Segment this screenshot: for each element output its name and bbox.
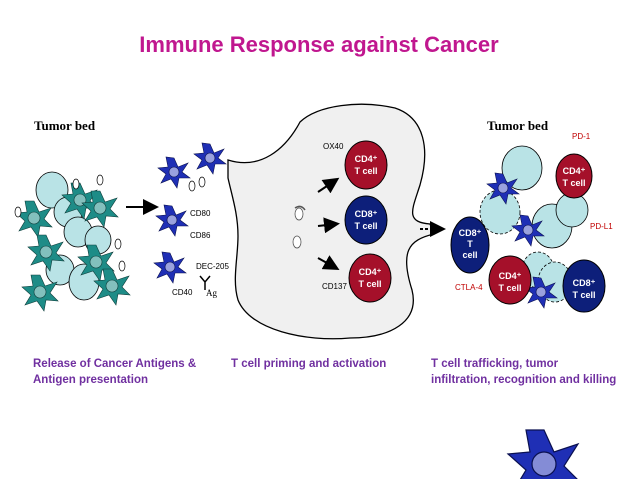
caption-left-line2: Antigen presentation xyxy=(33,374,149,386)
ctla-4-label: CTLA-4 xyxy=(455,283,483,292)
svg-text:CD8⁺: CD8⁺ xyxy=(459,228,482,238)
svg-text:T cell: T cell xyxy=(358,279,381,289)
cd80-label: CD80 xyxy=(190,209,211,218)
lymph-node-shape xyxy=(227,103,435,340)
diagram-title: Immune Response against Cancer xyxy=(139,32,499,57)
caption-right-line2: infiltration, recognition and killing xyxy=(431,374,617,386)
cd4-t-cell-tumor-bottom: CD4⁺ T cell xyxy=(488,255,532,305)
arrow-to-cd4-bottom xyxy=(317,255,340,270)
left-tumor-cluster xyxy=(14,171,131,312)
cd4-t-cell-tumor-top: CD4⁺ T cell xyxy=(555,153,593,199)
caption-right-line1: T cell trafficking, tumor xyxy=(431,358,559,370)
arrow-to-cd8-middle xyxy=(317,217,340,234)
caption-right: T cell trafficking, tumor infiltration, … xyxy=(431,356,616,388)
dec-205-label: DEC-205 xyxy=(196,262,229,271)
cd8-t-cell-ln-middle: CD8⁺ T cell xyxy=(344,195,388,245)
pd-l1-label: PD-L1 xyxy=(590,222,613,231)
cd40-label: CD40 xyxy=(172,288,193,297)
svg-text:T cell: T cell xyxy=(498,283,521,293)
antigen-label: Ag xyxy=(206,288,217,298)
caption-left-line1: Release of Cancer Antigens & xyxy=(33,358,197,370)
svg-text:cell: cell xyxy=(462,250,477,260)
caption-middle: T cell priming and activation xyxy=(231,358,387,370)
pd-1-label: PD-1 xyxy=(572,132,591,141)
dec-205-receptor-icon xyxy=(199,275,211,290)
svg-text:T cell: T cell xyxy=(572,290,595,300)
cd137-label: CD137 xyxy=(322,282,347,291)
svg-text:T cell: T cell xyxy=(562,178,585,188)
svg-text:T cell: T cell xyxy=(354,221,377,231)
tumor-bed-label-left: Tumor bed xyxy=(34,118,96,133)
caption-left: Release of Cancer Antigens & Antigen pre… xyxy=(33,356,196,388)
cd4-t-cell-ln-top: CD4⁺ T cell xyxy=(344,140,388,190)
svg-text:CD4⁺: CD4⁺ xyxy=(355,154,378,164)
cd8-t-cell-tumor-left: CD8⁺ T cell xyxy=(450,216,490,274)
cd8-t-cell-tumor-right: CD8⁺ T cell xyxy=(562,259,606,313)
svg-text:T: T xyxy=(467,239,473,249)
svg-text:T cell: T cell xyxy=(354,166,377,176)
svg-text:CD8⁺: CD8⁺ xyxy=(355,209,378,219)
svg-text:CD4⁺: CD4⁺ xyxy=(563,166,586,176)
svg-text:CD8⁺: CD8⁺ xyxy=(573,278,596,288)
dendritic-cell-column xyxy=(153,142,227,290)
arrow-to-cd4-top xyxy=(317,177,340,194)
svg-text:CD4⁺: CD4⁺ xyxy=(359,267,382,277)
cd4-t-cell-ln-bottom: CD4⁺ T cell xyxy=(348,253,392,303)
svg-text:CD4⁺: CD4⁺ xyxy=(499,271,522,281)
ox40-label: OX40 xyxy=(323,142,344,151)
cd86-label: CD86 xyxy=(190,231,211,240)
tumor-bed-label-right: Tumor bed xyxy=(487,118,549,133)
